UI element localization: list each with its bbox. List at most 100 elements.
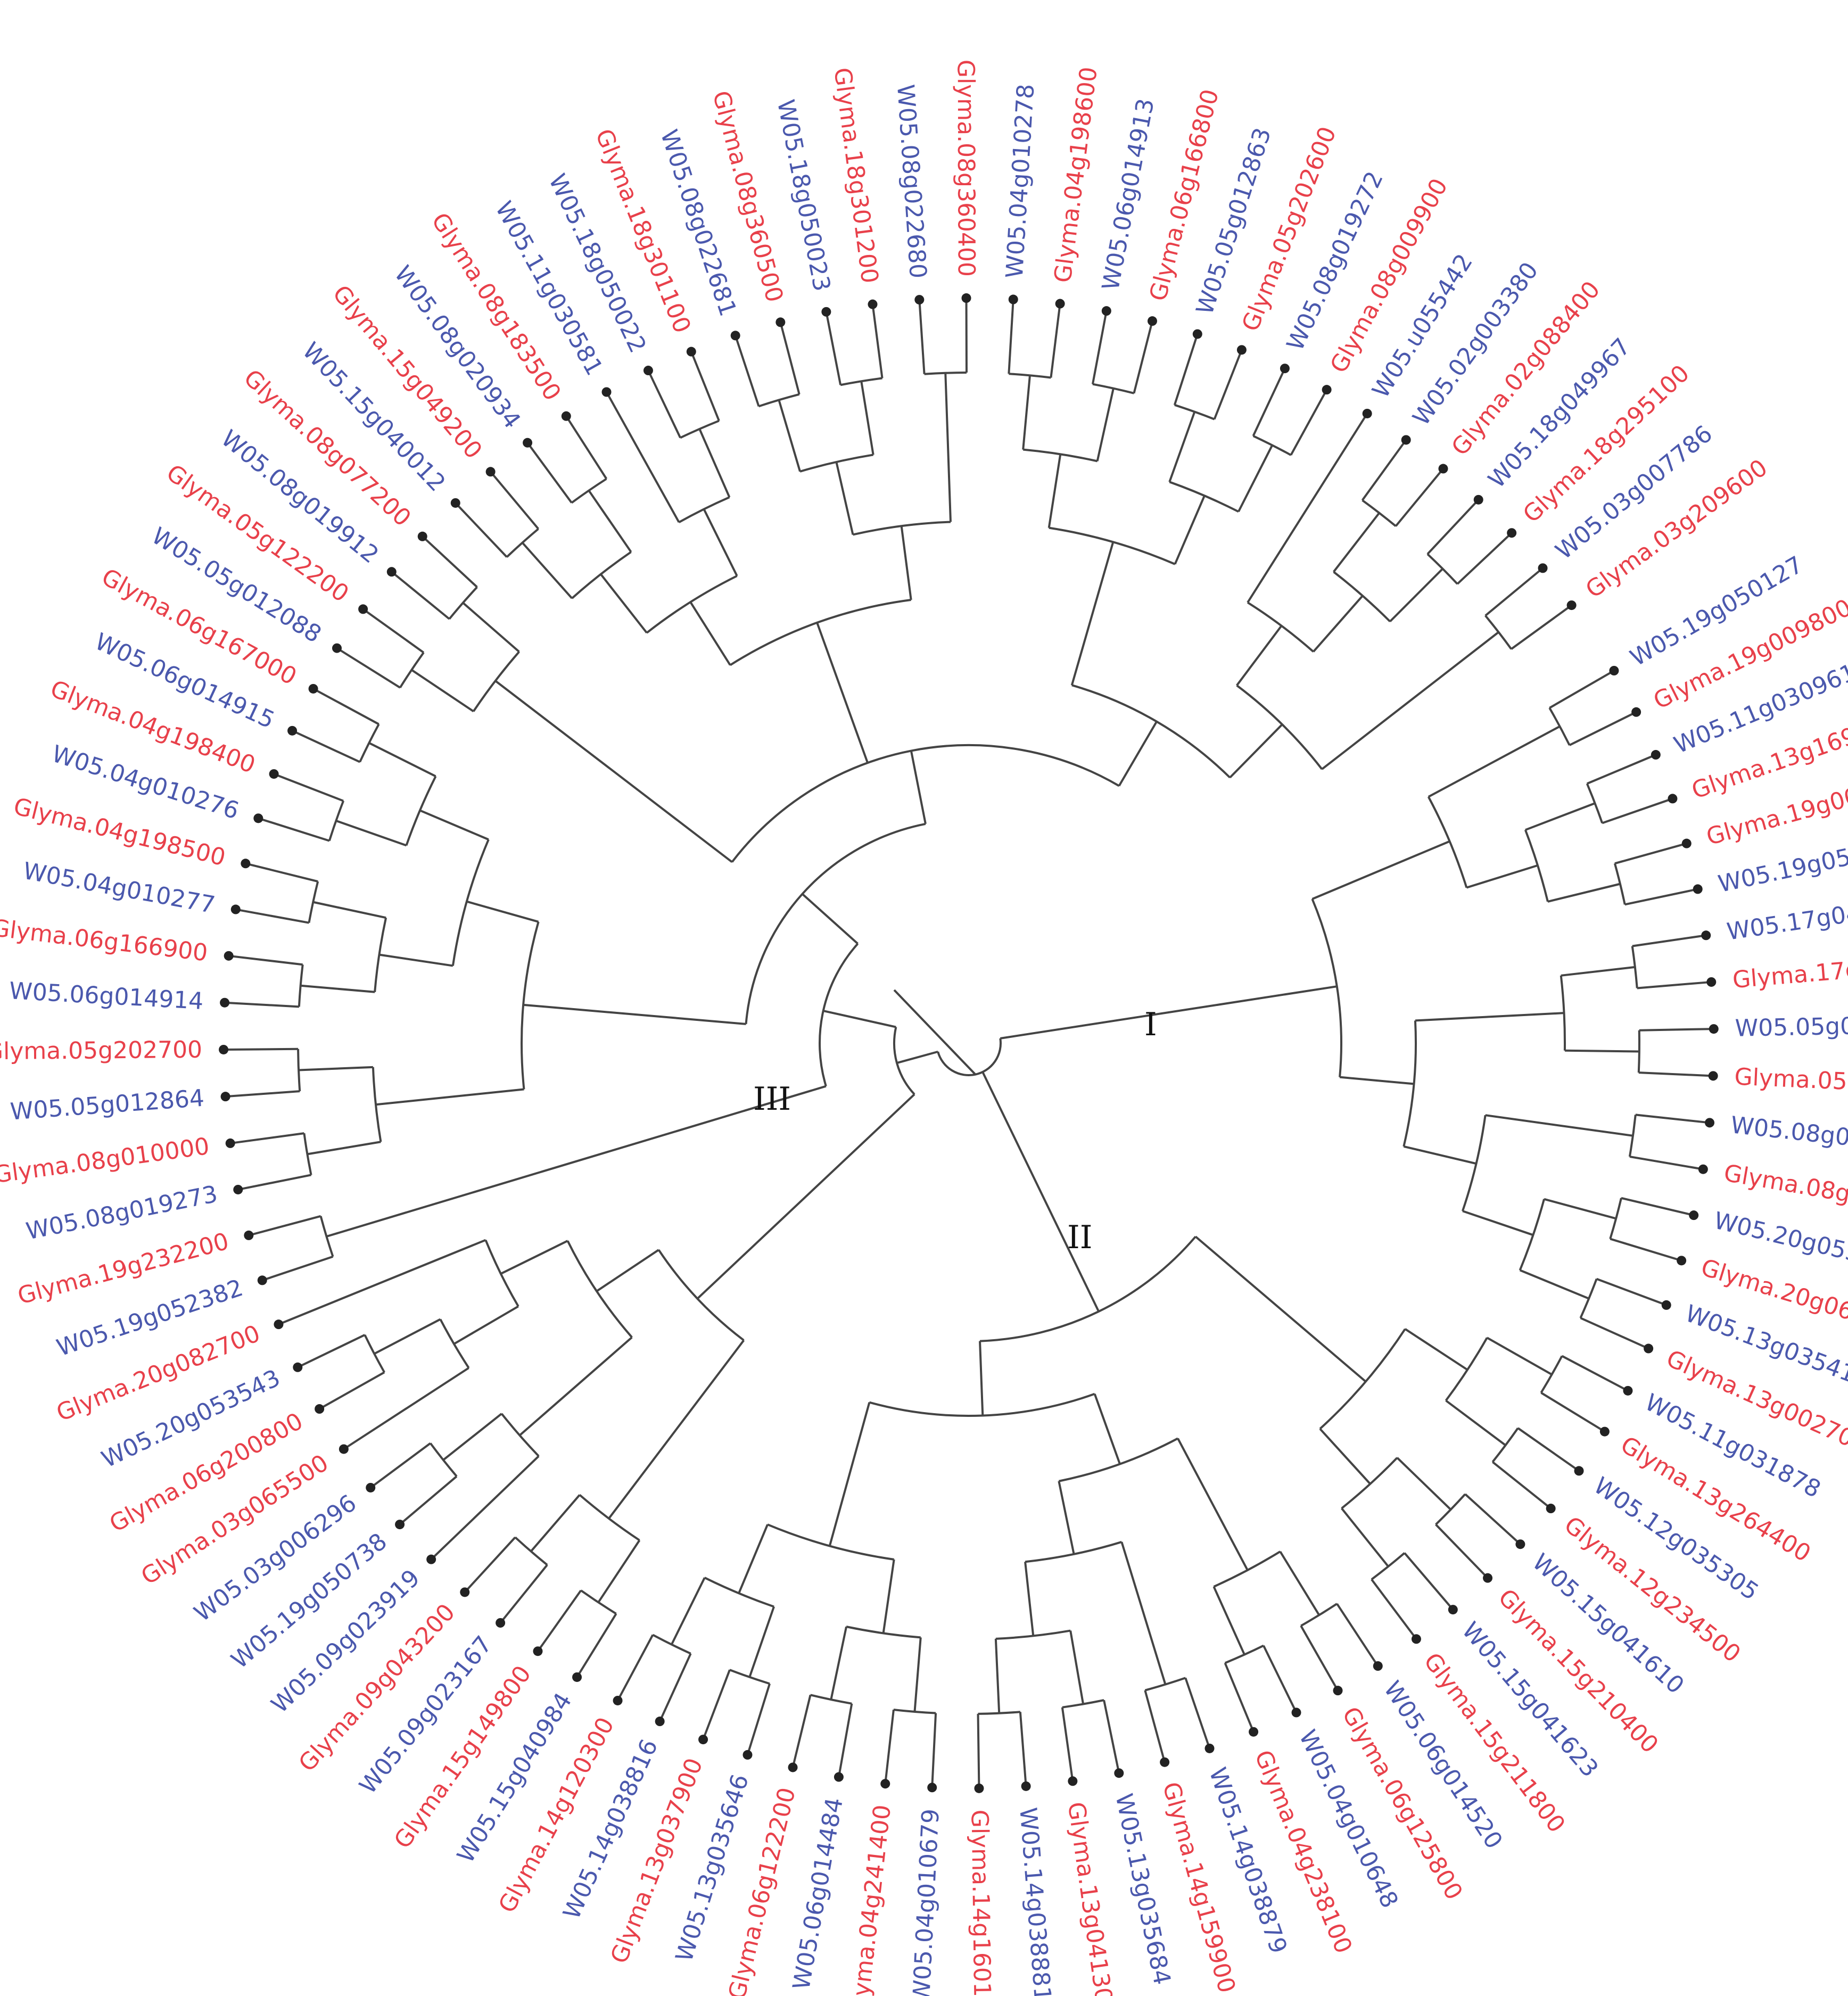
branch-arc <box>1579 1279 1598 1318</box>
leaf-node <box>1373 1661 1383 1671</box>
leaf-label: W05.06g014484 <box>788 1795 848 1992</box>
branch <box>411 669 474 713</box>
leaf-node <box>1114 1768 1124 1778</box>
branch <box>823 1010 896 1028</box>
branch <box>734 335 760 407</box>
leaf-label: W05.08g020934 <box>389 261 525 434</box>
branch <box>1252 368 1286 436</box>
leaf-labels: W05.19g050127Glyma.19g009800W05.11g03096… <box>0 60 1848 1996</box>
branch <box>298 1066 373 1071</box>
branch <box>791 1694 812 1768</box>
branch <box>1173 333 1199 406</box>
leaf-node <box>914 295 925 305</box>
branch <box>1540 1391 1605 1433</box>
branch <box>994 1638 1001 1713</box>
leaf-node <box>1574 1466 1584 1476</box>
branch-arc <box>1311 898 1343 1077</box>
leaf-label: Glyma.14g160100 <box>966 1810 996 1996</box>
leaf-node <box>233 1184 243 1194</box>
branch <box>1511 604 1572 650</box>
branch <box>1602 797 1673 824</box>
branch <box>884 1709 895 1784</box>
leaf-node <box>460 1587 470 1597</box>
branch-arc <box>767 1523 894 1561</box>
branch <box>343 1367 469 1450</box>
branch <box>1492 1461 1552 1510</box>
branch-arc <box>506 528 539 558</box>
branch <box>248 1215 321 1236</box>
leaf-node <box>1448 1605 1458 1615</box>
branch <box>979 1341 984 1416</box>
leaf-node <box>1546 1504 1556 1514</box>
branch <box>738 1524 769 1594</box>
branch <box>1456 532 1513 585</box>
branch-arc <box>893 1709 936 1714</box>
leaf-node <box>269 769 279 779</box>
branch <box>368 741 436 778</box>
branch <box>453 1305 519 1345</box>
branch <box>977 1713 980 1788</box>
branch-arc <box>1484 615 1512 650</box>
leaf-node <box>1411 1634 1421 1644</box>
leaf-node <box>1566 600 1577 611</box>
branch-arc <box>399 651 425 688</box>
leaf-label: Glyma.08g360400 <box>952 60 980 277</box>
leaf-label: Glyma.14g120300 <box>493 1713 620 1917</box>
branch <box>1464 1493 1521 1545</box>
branch <box>430 1455 540 1561</box>
leaf-node <box>655 1717 665 1727</box>
branch-arc <box>1462 1115 1487 1211</box>
branch <box>616 1634 654 1701</box>
leaf-node <box>613 1695 623 1705</box>
leaf-label: W05.06g014913 <box>1097 96 1160 293</box>
leaf-node <box>450 498 460 508</box>
branch <box>1069 1630 1085 1704</box>
branch <box>300 984 375 993</box>
leaf-label: W05.05g012864 <box>9 1085 205 1126</box>
leaf-label: W05.04g010277 <box>21 857 217 919</box>
branch-arc <box>514 1536 548 1566</box>
leaf-label: Glyma.06g167000 <box>97 563 301 690</box>
branch <box>605 391 680 523</box>
branch-arc <box>328 800 345 842</box>
leaf-label: Glyma.17g090800 <box>1731 949 1848 994</box>
branch <box>375 1088 524 1106</box>
branch <box>312 901 386 919</box>
leaf-node <box>788 1762 798 1772</box>
leaf-node <box>417 531 427 541</box>
branch <box>802 893 859 945</box>
branch <box>307 1141 381 1156</box>
branch <box>1177 1438 1249 1571</box>
branch <box>370 1442 431 1489</box>
branch <box>326 1085 827 1238</box>
branch <box>519 1336 633 1437</box>
branch-arc <box>1548 707 1571 746</box>
leaf-node <box>927 1783 937 1793</box>
leaf-label: W05.08g019421 <box>1729 1111 1848 1159</box>
branch <box>1404 1328 1468 1371</box>
branch <box>245 862 318 882</box>
branch-arc <box>680 419 720 439</box>
leaf-label: W05.08g019273 <box>24 1181 220 1246</box>
branch <box>362 608 425 654</box>
branch <box>944 373 952 522</box>
leaf-label: W05.05g012088 <box>147 522 326 648</box>
leaf-node <box>293 1362 303 1372</box>
branch-arc <box>1224 1644 1264 1664</box>
branch <box>225 1090 300 1098</box>
leaf-node <box>332 643 342 653</box>
branch <box>746 1683 771 1755</box>
branch <box>1561 1355 1629 1392</box>
branch <box>1549 670 1615 709</box>
branch <box>1096 388 1115 461</box>
leaf-label: Glyma.05g202700 <box>0 1036 202 1065</box>
branch <box>837 1703 853 1777</box>
branch-arc <box>1586 783 1604 824</box>
leaf-node <box>880 1779 890 1789</box>
branch-arc <box>810 1694 852 1705</box>
branch-arc <box>451 839 490 966</box>
leaf-node <box>1644 1343 1654 1354</box>
branch <box>494 680 733 863</box>
leaf-node <box>1401 435 1411 445</box>
branch <box>1624 888 1698 906</box>
